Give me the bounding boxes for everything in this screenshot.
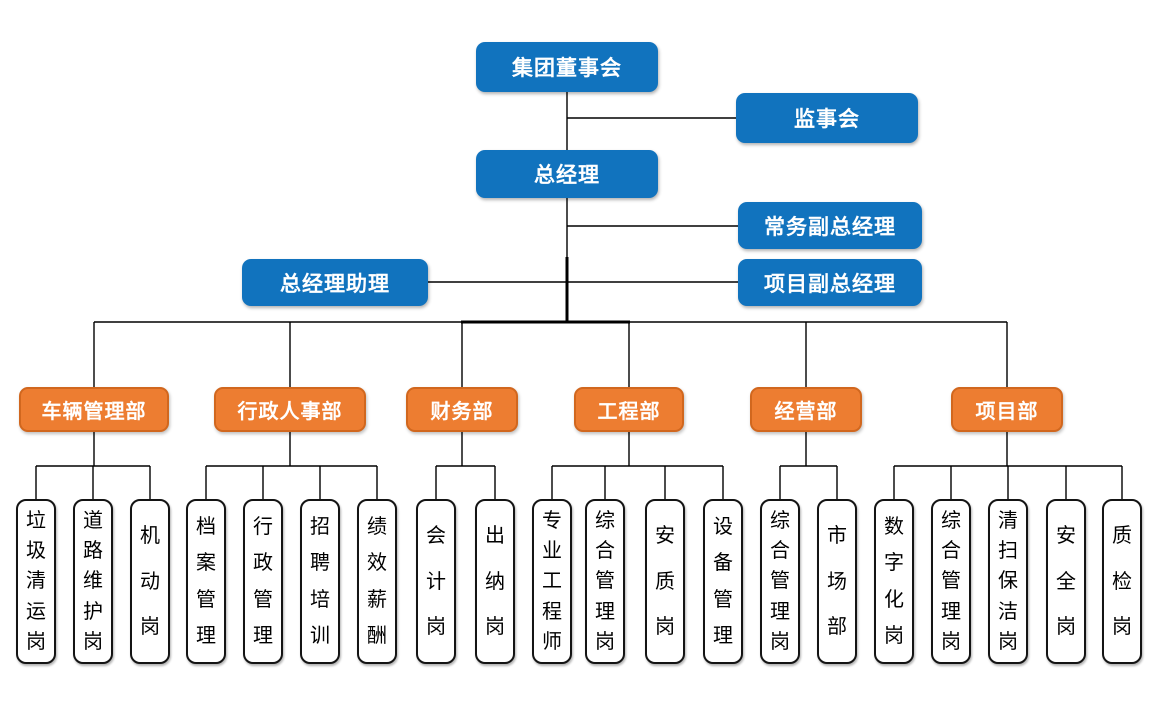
position-label: 会计岗 (426, 525, 446, 638)
general-manager-box: 总经理 (476, 150, 658, 198)
position-box: 机动岗 (130, 499, 170, 664)
position-box: 综合管理岗 (585, 499, 625, 664)
position-box: 会计岗 (416, 499, 456, 664)
position-box: 安质岗 (645, 499, 685, 664)
dept-finance-box: 财务部 (406, 387, 518, 432)
position-box: 档案管理 (186, 499, 226, 664)
position-box: 道路维护岗 (73, 499, 113, 664)
position-label: 道路维护岗 (83, 510, 103, 653)
gm-assistant-box: 总经理助理 (242, 259, 428, 306)
position-box: 综合管理岗 (931, 499, 971, 664)
supervisory-board-box: 监事会 (736, 93, 918, 143)
position-label: 综合管理岗 (770, 510, 790, 653)
position-label: 安质岗 (655, 525, 675, 638)
position-label: 行政管理 (253, 516, 273, 647)
dept-operations-box: 经营部 (750, 387, 862, 432)
position-label: 安全岗 (1056, 525, 1076, 638)
position-box: 行政管理 (243, 499, 283, 664)
position-label: 出纳岗 (485, 525, 505, 638)
position-box: 设备管理 (703, 499, 743, 664)
position-label: 综合管理岗 (941, 510, 961, 653)
position-box: 市场部 (817, 499, 857, 664)
position-box: 出纳岗 (475, 499, 515, 664)
position-label: 招聘培训 (310, 516, 330, 647)
position-box: 招聘培训 (300, 499, 340, 664)
position-box: 绩效薪酬 (357, 499, 397, 664)
position-box: 清扫保洁岗 (988, 499, 1028, 664)
position-box: 垃圾清运岗 (16, 499, 56, 664)
position-label: 垃圾清运岗 (26, 510, 46, 653)
position-label: 市场部 (827, 525, 847, 638)
position-label: 机动岗 (140, 525, 160, 638)
position-label: 数字化岗 (884, 516, 904, 647)
position-box: 综合管理岗 (760, 499, 800, 664)
dept-project-box: 项目部 (951, 387, 1063, 432)
position-box: 安全岗 (1046, 499, 1086, 664)
position-box: 专业工程师 (532, 499, 572, 664)
position-label: 综合管理岗 (595, 510, 615, 653)
dept-vehicle-management-box: 车辆管理部 (19, 387, 169, 432)
board-box: 集团董事会 (476, 42, 658, 92)
position-label: 绩效薪酬 (367, 516, 387, 647)
position-box: 质检岗 (1102, 499, 1142, 664)
position-label: 专业工程师 (542, 510, 562, 653)
dept-admin-hr-box: 行政人事部 (214, 387, 366, 432)
position-label: 设备管理 (713, 516, 733, 647)
project-deputy-gm-box: 项目副总经理 (738, 259, 922, 306)
position-label: 档案管理 (196, 516, 216, 647)
position-box: 数字化岗 (874, 499, 914, 664)
dept-engineering-box: 工程部 (574, 387, 684, 432)
position-label: 质检岗 (1112, 525, 1132, 638)
executive-deputy-gm-box: 常务副总经理 (738, 202, 922, 249)
position-label: 清扫保洁岗 (998, 510, 1018, 653)
